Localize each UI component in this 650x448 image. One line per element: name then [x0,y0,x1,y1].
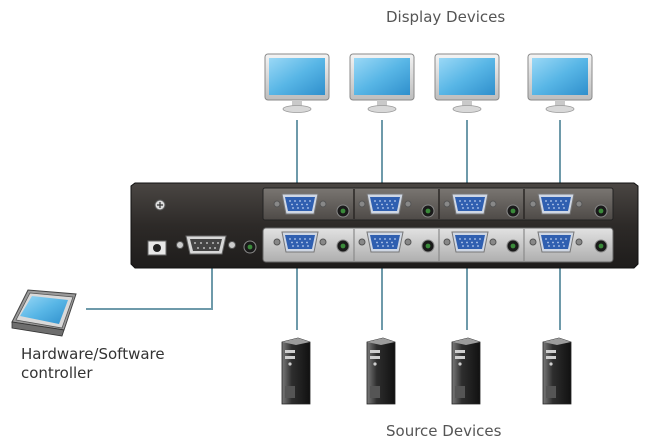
source-devices-label: Source Devices [386,422,502,440]
pc-tower-icon [366,337,396,405]
power-jack-icon [147,240,167,256]
audio-jack-icon [243,240,257,254]
audio-jack-icon [506,239,520,253]
controller-cable [86,255,213,310]
monitor-icon [434,53,500,113]
output-port-panel [262,187,614,221]
pc-tower-icon [542,337,572,405]
controller-label-line2: controller [21,364,93,382]
matrix-switch-chassis [130,182,639,269]
audio-jack-icon [594,204,608,218]
audio-jack-icon [594,239,608,253]
audio-jack-icon [336,239,350,253]
audio-jack-icon [506,204,520,218]
monitor-icon [527,53,593,113]
serial-port-icon [176,235,236,255]
controller-label-line1: Hardware/Software [21,345,165,363]
audio-jack-icon [336,204,350,218]
monitor-icon [264,53,330,113]
ground-screw-icon [154,199,166,211]
controller-label: Hardware/Software controller [21,345,165,383]
audio-jack-icon [421,204,435,218]
input-port-panel [262,227,614,263]
display-devices-label: Display Devices [386,8,506,26]
monitor-icon [349,53,415,113]
pc-tower-icon [281,337,311,405]
pc-tower-icon [451,337,481,405]
display-cables [296,120,561,193]
tablet-controller-icon [11,289,77,337]
audio-jack-icon [421,239,435,253]
